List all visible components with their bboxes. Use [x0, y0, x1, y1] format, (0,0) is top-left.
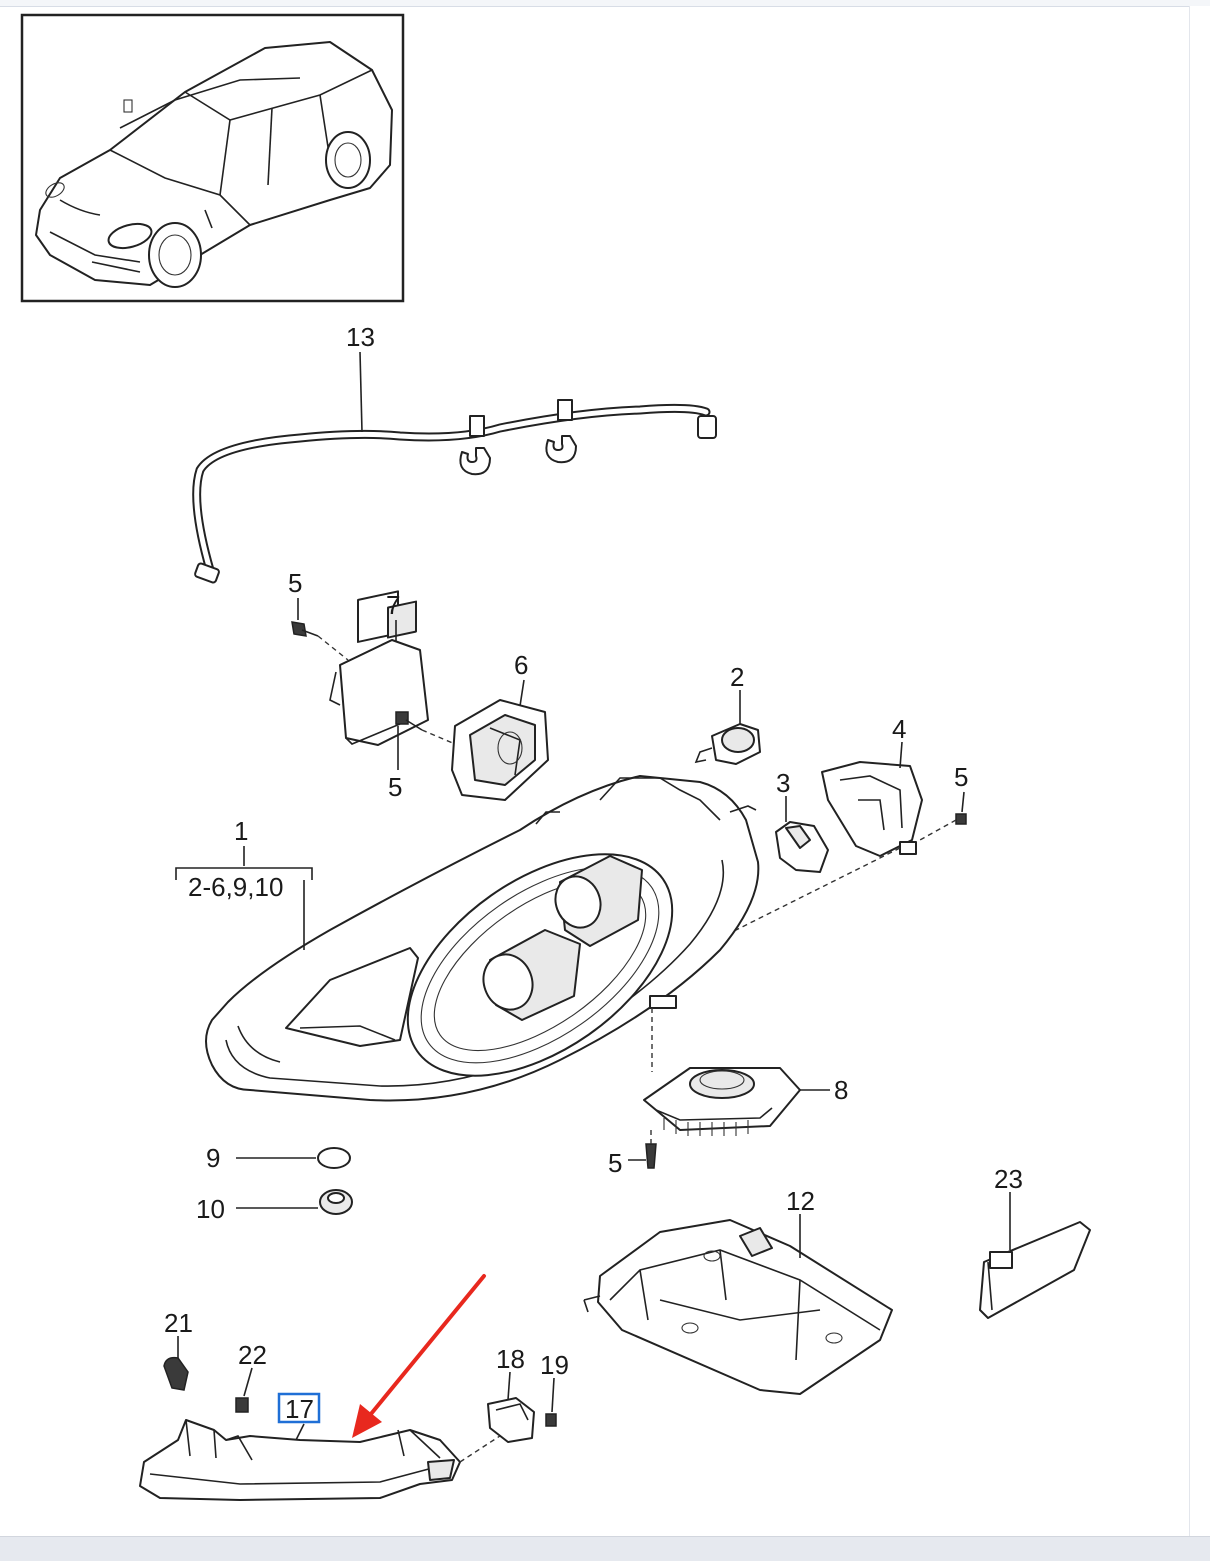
callout-4: 4 — [892, 714, 906, 744]
vehicle-thumbnail — [20, 13, 405, 303]
callout-13: 13 — [346, 322, 375, 352]
part-3-bulb — [775, 821, 829, 873]
callout-18: 18 — [496, 1344, 525, 1374]
callout-7: 7 — [386, 590, 400, 620]
callout-1-group: 2-6,9,10 — [188, 872, 283, 902]
callout-2: 2 — [730, 662, 744, 692]
callout-23: 23 — [994, 1164, 1023, 1194]
bracket-1 — [175, 867, 313, 880]
red-arrow-annotation — [352, 1274, 486, 1438]
part-2-socket — [694, 723, 761, 765]
part-1-headlamp — [205, 775, 760, 1102]
callout-22: 22 — [238, 1340, 267, 1370]
part-22-screw — [235, 1397, 249, 1413]
leader-18 — [507, 1371, 511, 1401]
callout-9: 9 — [206, 1143, 220, 1173]
callout-5-bottom: 5 — [608, 1148, 622, 1178]
part-5-screw-d — [645, 1143, 657, 1169]
top-border — [0, 0, 1210, 7]
part-5-screw-b — [395, 711, 423, 731]
part-8-ballast — [643, 1067, 801, 1136]
callout-1: 1 — [234, 816, 248, 846]
part-23-side-marker — [979, 1221, 1091, 1319]
part-21-clip — [163, 1356, 189, 1391]
callout-12: 12 — [786, 1186, 815, 1216]
callout-8: 8 — [834, 1075, 848, 1105]
leader-4 — [899, 741, 903, 769]
leader-19 — [551, 1377, 555, 1413]
leader-22 — [243, 1367, 253, 1397]
right-scroll-gutter — [1189, 6, 1210, 1536]
leader-13 — [359, 351, 363, 433]
part-6-cover — [451, 699, 549, 801]
bottom-status-bar — [0, 1536, 1210, 1561]
part-10-grommet — [319, 1189, 353, 1215]
callout-5-mid: 5 — [388, 772, 402, 802]
callout-5-right: 5 — [954, 762, 968, 792]
highlight-box-17 — [277, 1392, 321, 1424]
leader-6 — [519, 679, 525, 707]
part-19-screw — [545, 1413, 557, 1427]
callout-10: 10 — [196, 1194, 225, 1224]
callout-17: 17 — [285, 1394, 314, 1424]
callout-21: 21 — [164, 1308, 193, 1338]
part-5-screw-a — [291, 621, 319, 637]
callout-5-top: 5 — [288, 568, 302, 598]
part-13-wiring-harness — [192, 399, 717, 584]
part-5-screw-c — [955, 813, 967, 825]
callout-3: 3 — [776, 768, 790, 798]
part-18-cover — [487, 1397, 535, 1443]
part-7-control-unit — [329, 590, 429, 746]
callout-6: 6 — [514, 650, 528, 680]
part-17-daytime-running-light — [139, 1419, 461, 1501]
callout-19: 19 — [540, 1350, 569, 1380]
part-4-housing-cap — [821, 761, 923, 857]
part-9-o-ring — [317, 1147, 351, 1169]
part-12-support-bracket — [583, 1219, 893, 1395]
